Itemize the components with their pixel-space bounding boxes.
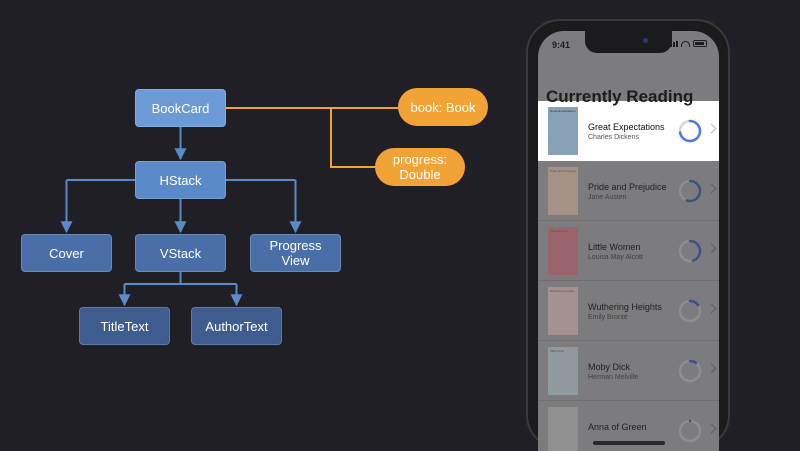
node-label-line: Progress	[269, 238, 322, 253]
book-cover: Great Expectations	[548, 107, 578, 155]
book-title: Moby Dick	[588, 362, 631, 372]
book-author: Jane Austen	[588, 194, 627, 201]
node-cover: Cover	[21, 234, 112, 272]
book-title: Wuthering Heights	[588, 302, 662, 312]
node-label: BookCard	[151, 100, 210, 116]
node-bookcard: BookCard	[135, 89, 226, 127]
node-titletext: TitleText	[79, 307, 170, 345]
progress-ring	[678, 119, 702, 143]
param-progress: progress:Double	[375, 148, 465, 186]
book-cover: Wuthering Heights	[548, 287, 578, 335]
node-label: TitleText	[100, 318, 149, 334]
book-cover: Pride and Prejudice	[548, 167, 578, 215]
node-label: Cover	[49, 245, 84, 261]
param-label: book: Book	[410, 99, 476, 115]
book-author: Charles Dickens	[588, 134, 639, 141]
chevron-right-icon	[706, 363, 717, 374]
progress-ring	[678, 419, 702, 443]
chevron-right-icon	[706, 183, 717, 194]
home-indicator	[593, 441, 665, 445]
book-cover-title: Little Women	[550, 229, 568, 233]
param-label: progress:Double	[393, 152, 447, 182]
node-label: AuthorText	[205, 318, 268, 334]
book-cover	[548, 407, 578, 451]
param-link-progress	[330, 108, 375, 168]
chevron-right-icon	[706, 123, 717, 134]
screen-title: Currently Reading	[546, 87, 694, 106]
progress-ring	[678, 359, 702, 383]
book-title: Anna of Green	[588, 422, 647, 432]
battery-icon	[693, 40, 707, 47]
param-book: book: Book	[398, 88, 488, 126]
param-label-line: progress:	[392, 152, 448, 167]
book-cover-title: Moby Dick	[550, 349, 565, 353]
node-vstack: VStack	[135, 234, 226, 272]
diagram-edges	[60, 104, 398, 307]
book-title: Great Expectations	[588, 122, 665, 132]
book-cover-title: Great Expectations	[550, 109, 576, 113]
progress-ring	[678, 239, 702, 263]
notch	[585, 31, 672, 53]
node-authortext: AuthorText	[191, 307, 282, 345]
status-icons	[667, 40, 707, 47]
book-author: Louisa May Alcott	[588, 254, 643, 261]
book-cover-title: Pride and Prejudice	[550, 169, 577, 173]
node-label: VStack	[159, 245, 202, 261]
chevron-right-icon	[706, 303, 717, 314]
book-cover-title: Wuthering Heights	[550, 289, 575, 293]
signal-icon	[667, 40, 678, 47]
book-author: Emily Brontë	[588, 314, 628, 321]
book-title: Pride and Prejudice	[588, 182, 667, 192]
book-cover: Little Women	[548, 227, 578, 275]
node-label: HStack	[159, 172, 202, 188]
camera-dot	[643, 38, 648, 43]
param-label-line: Double	[399, 167, 441, 182]
chevron-right-icon	[706, 423, 717, 434]
book-cover: Moby Dick	[548, 347, 578, 395]
node-label-line: View	[281, 253, 310, 268]
progress-ring	[678, 299, 702, 323]
chevron-right-icon	[706, 243, 717, 254]
progress-ring	[678, 179, 702, 203]
wifi-icon	[681, 40, 690, 47]
book-title: Little Women	[588, 242, 641, 252]
status-time: 9:41	[552, 40, 571, 50]
node-hstack: HStack	[135, 161, 226, 199]
book-author: Herman Melville	[588, 374, 639, 381]
